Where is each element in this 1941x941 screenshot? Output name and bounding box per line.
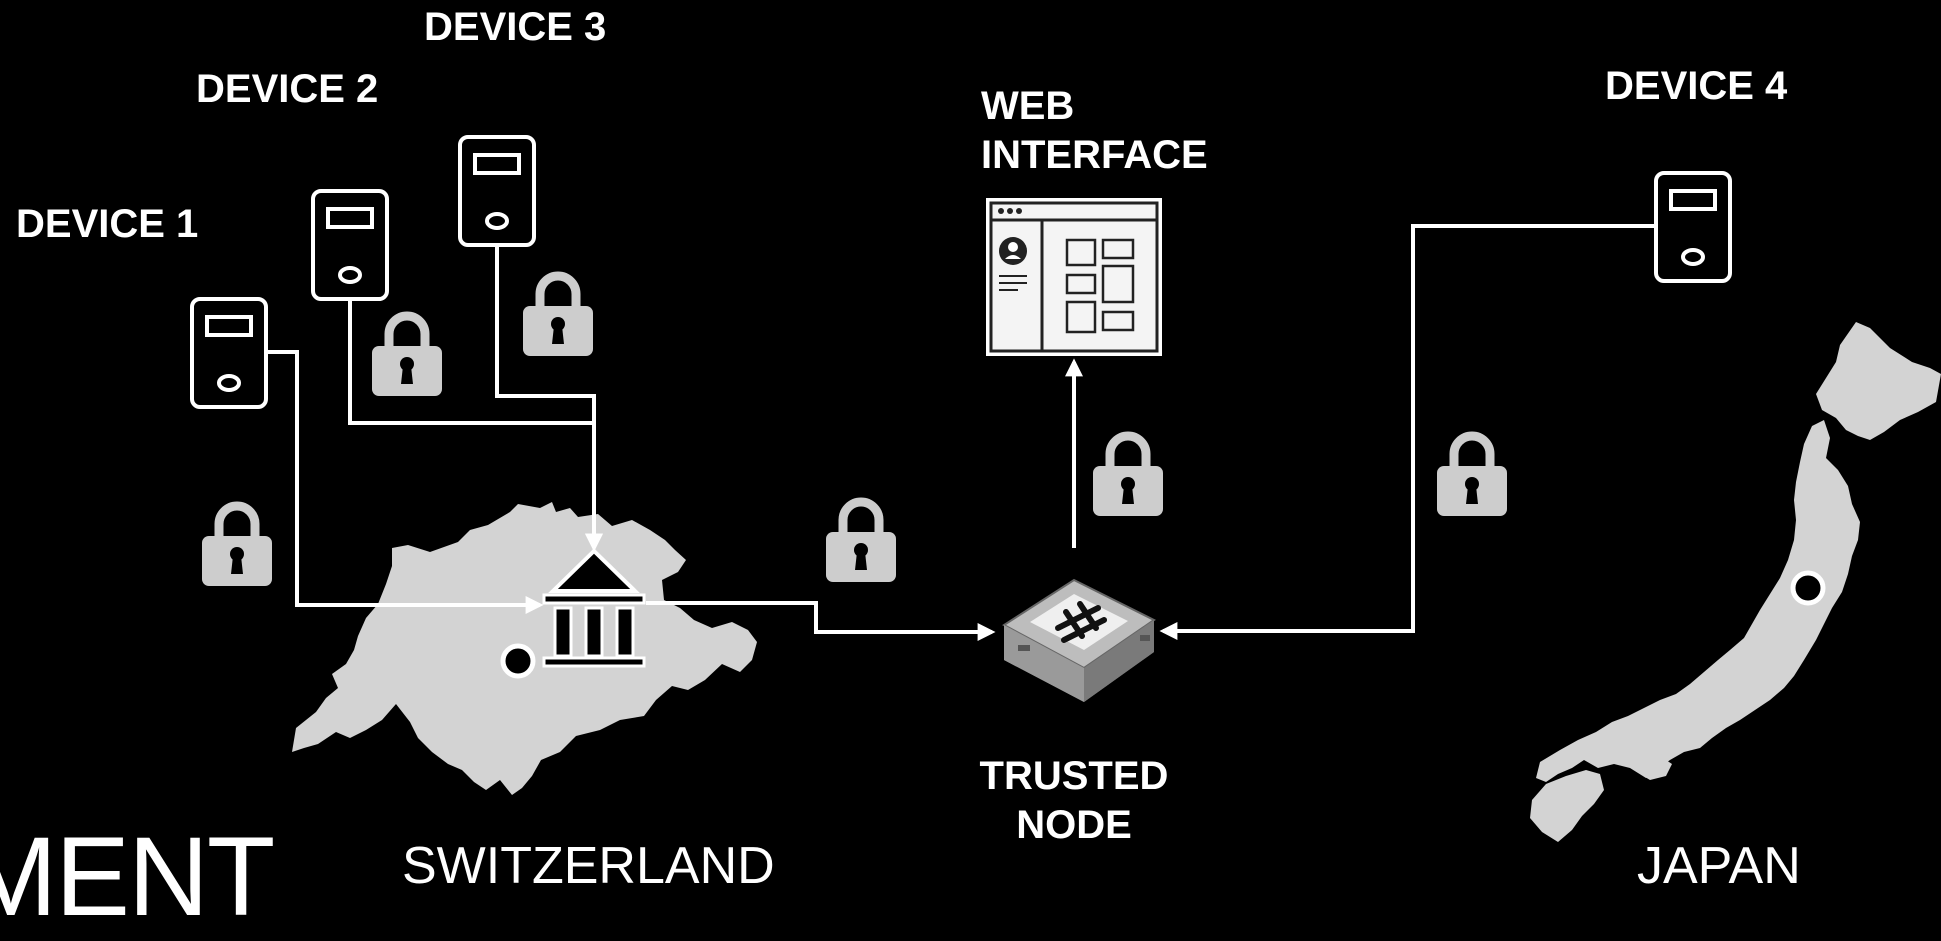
device-3-label: DEVICE 3 [424, 5, 607, 49]
partial-title-text: MENT [0, 814, 275, 939]
device-icon [458, 135, 536, 247]
device-icon [1654, 171, 1732, 283]
location-dot [500, 643, 536, 679]
connections [265, 224, 1656, 641]
web-interface-icon [986, 198, 1162, 356]
device-2-label: DEVICE 2 [196, 67, 379, 111]
encryption-network-diagram [190, 135, 1941, 842]
japan-map [1530, 322, 1941, 842]
lock-icon [202, 506, 272, 586]
lock-icon [826, 502, 896, 582]
bank-icon [542, 548, 646, 668]
lock-icon [1437, 436, 1507, 516]
device-icon [311, 189, 389, 301]
device-4-label: DEVICE 4 [1605, 64, 1788, 108]
lock-icon [1093, 436, 1163, 516]
lock-icon [523, 276, 593, 356]
switzerland-label: SWITZERLAND [402, 837, 775, 895]
location-dot [1790, 570, 1826, 606]
device-icon [190, 297, 268, 409]
lock-icon [372, 316, 442, 396]
trusted-node-icon [1002, 578, 1156, 702]
japan-label: JAPAN [1637, 837, 1801, 895]
device-1-label: DEVICE 1 [16, 202, 199, 246]
web-interface-label: WEB INTERFACE [981, 84, 1208, 177]
trusted-node-label: TRUSTED NODE [979, 754, 1169, 847]
